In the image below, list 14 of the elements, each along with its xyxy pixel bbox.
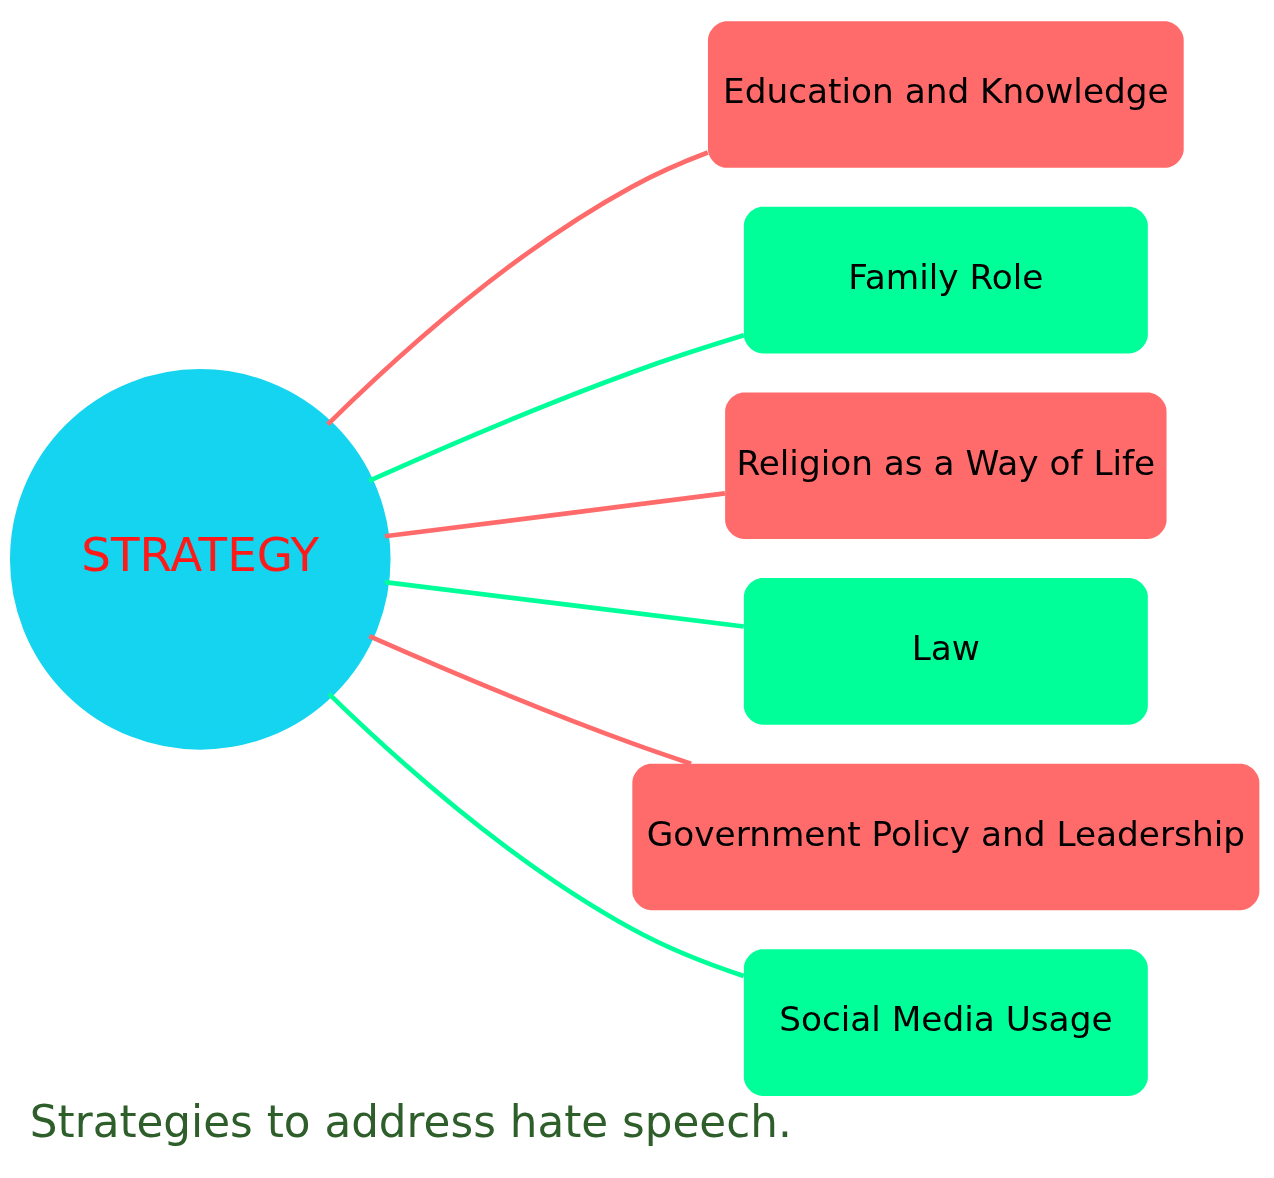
connector xyxy=(326,150,709,427)
node-circle: STRATEGY xyxy=(9,369,391,750)
connector xyxy=(384,491,726,539)
node-box: Government Policy and Leadership xyxy=(632,763,1260,911)
node-box: Law xyxy=(743,578,1148,725)
node-box: Education and Knowledge xyxy=(707,21,1184,168)
connector xyxy=(327,692,745,979)
node-box: Religion as a Way of Life xyxy=(725,392,1167,540)
connector xyxy=(368,333,745,484)
connector xyxy=(368,634,692,766)
caption: Strategies to address hate speech. xyxy=(29,1096,792,1148)
node-box: Social Media Usage xyxy=(743,949,1148,1096)
node-box: Family Role xyxy=(743,206,1148,354)
connector xyxy=(384,579,744,629)
